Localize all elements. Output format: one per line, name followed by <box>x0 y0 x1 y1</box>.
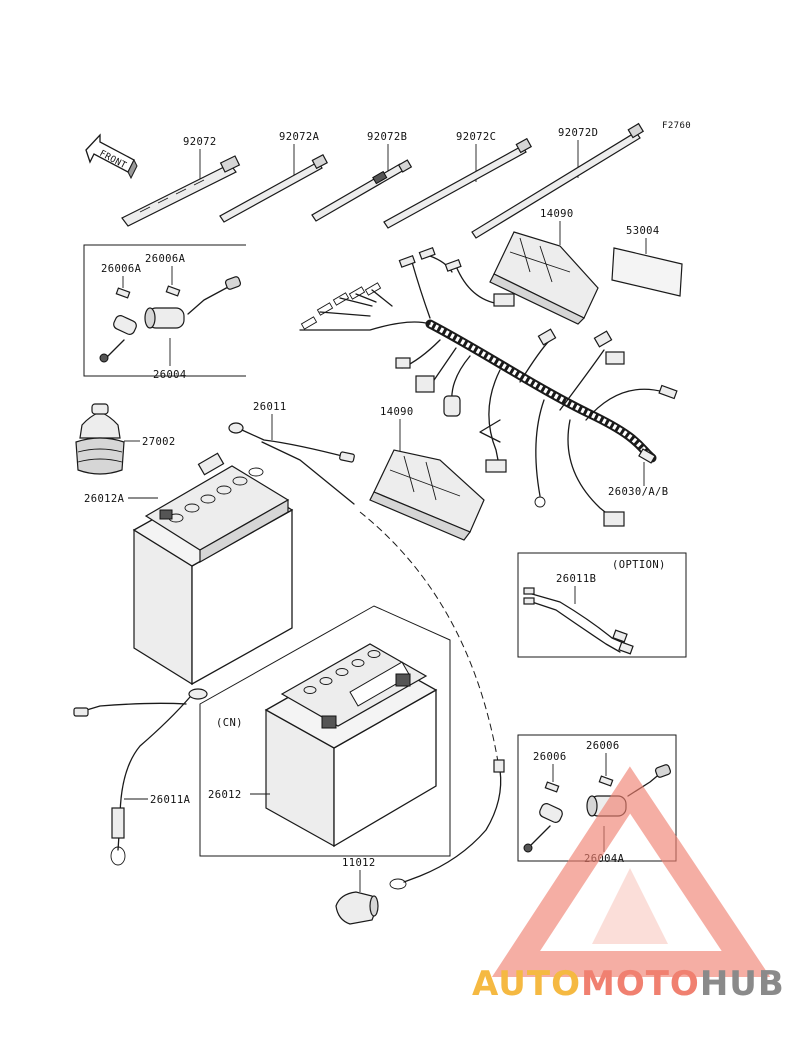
svg-text:26006A: 26006A <box>101 263 142 275</box>
fuse-holder-26004-group: 26006A 26006A 26004 <box>83 244 246 381</box>
watermark-auto: AUTO <box>472 964 581 1004</box>
cap-11012: 11012 <box>335 857 379 925</box>
svg-text:26012A: 26012A <box>84 493 125 505</box>
battery-26012-cn-group: (CN) 26012 <box>199 605 451 857</box>
cover-14090-top: 14090 <box>489 208 599 325</box>
svg-text:92072C: 92072C <box>456 131 496 143</box>
battery-cable-26011: 26011 <box>228 401 355 505</box>
svg-text:(OPTION): (OPTION) <box>612 559 666 571</box>
watermark-moto: MOTO <box>581 964 700 1004</box>
figure-code: F2760 <box>662 121 691 131</box>
svg-text:92072B: 92072B <box>367 131 407 143</box>
svg-text:92072: 92072 <box>183 136 217 148</box>
cable-tie-92072C: 92072C <box>383 131 533 229</box>
svg-text:92072A: 92072A <box>279 131 320 143</box>
svg-text:26006: 26006 <box>533 751 567 763</box>
label-53004: 53004 <box>611 225 683 297</box>
rubber-cap-27002: 27002 <box>75 403 176 475</box>
front-arrow-icon: FRONT <box>85 133 138 180</box>
svg-text:26011: 26011 <box>253 401 287 413</box>
svg-text:53004: 53004 <box>626 225 660 237</box>
svg-text:26030/A/B: 26030/A/B <box>608 486 669 498</box>
svg-text:26011B: 26011B <box>556 573 596 585</box>
cable-tie-92072B: 92072B <box>311 131 413 222</box>
battery-cable-26011A: 26011A <box>73 688 208 866</box>
cable-tie-92072: 92072 <box>121 136 241 227</box>
svg-text:AUTOMOTOHUB: AUTOMOTOHUB <box>472 964 785 1004</box>
cable-tie-92072D: 92072D <box>471 122 645 239</box>
option-cable-26011B-group: (OPTION) 26011B <box>517 552 687 658</box>
svg-text:26011A: 26011A <box>150 794 191 806</box>
svg-text:14090: 14090 <box>540 208 574 220</box>
triangle-logo-icon <box>491 766 771 977</box>
watermark-text: AUTOMOTOHUB <box>472 964 785 1004</box>
dashed-path <box>359 511 499 763</box>
svg-text:14090: 14090 <box>380 406 414 418</box>
svg-text:92072D: 92072D <box>558 127 598 139</box>
svg-text:(CN): (CN) <box>216 717 243 729</box>
svg-text:26012: 26012 <box>208 789 242 801</box>
watermark-logo <box>491 766 771 977</box>
svg-text:26006: 26006 <box>586 740 620 752</box>
svg-text:26006A: 26006A <box>145 253 186 265</box>
svg-text:26004: 26004 <box>153 369 187 381</box>
cable-tie-92072A: 92072A <box>219 131 328 223</box>
lower-cable <box>389 759 505 890</box>
watermark-hub: HUB <box>700 964 785 1004</box>
cover-14090-mid: 14090 <box>369 406 485 541</box>
svg-text:11012: 11012 <box>342 857 376 869</box>
battery-26012A: 26012A <box>84 452 294 686</box>
main-harness-26030: 26030/A/B <box>299 247 678 527</box>
svg-text:27002: 27002 <box>142 436 176 448</box>
